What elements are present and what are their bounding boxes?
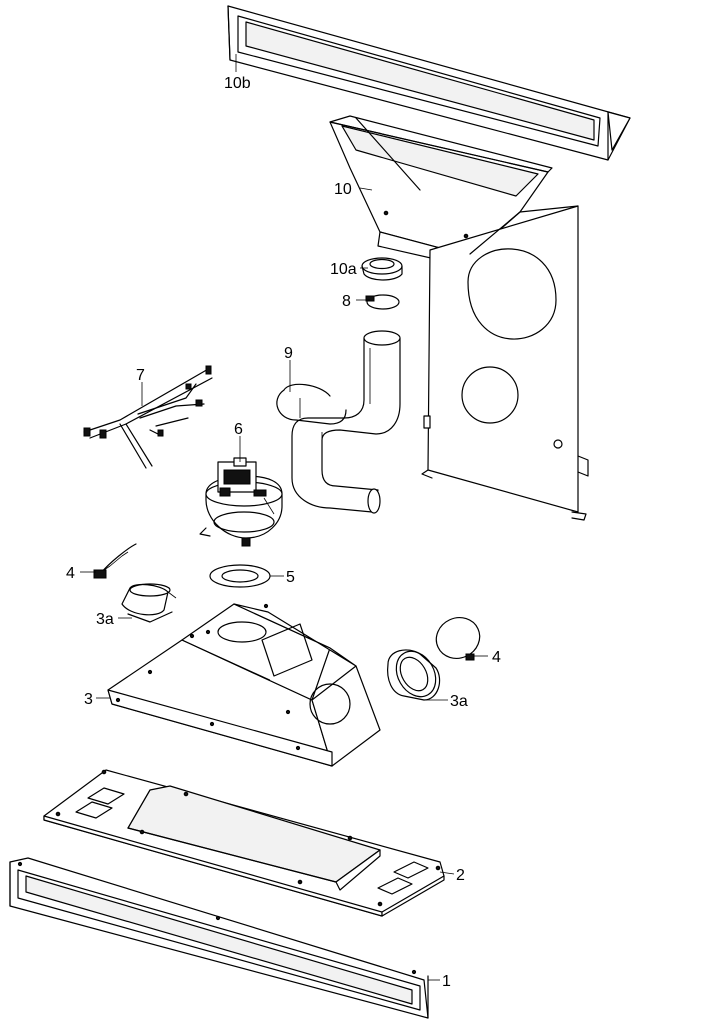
callout-1: 1 [442, 973, 451, 990]
callout-10b: 10b [224, 75, 251, 92]
part-9-bent-pipe [276, 330, 401, 514]
callout-6: 6 [234, 421, 243, 438]
callout-4-left: 4 [66, 565, 75, 582]
callout-3a-right: 3a [450, 693, 468, 710]
part-2-base-frame [43, 769, 445, 917]
leader-lines [80, 54, 488, 981]
callout-4-right: 4 [492, 649, 501, 666]
callout-10a: 10a [330, 261, 357, 278]
callout-3: 3 [84, 691, 93, 708]
mounting-back-panel [421, 205, 589, 521]
callout-8: 8 [342, 293, 351, 310]
part-3a-connector-left [121, 583, 177, 623]
part-3a-connector-right [387, 649, 441, 701]
callout-labels: 10b 10 10a 8 9 7 6 5 4 3a 3 4 3a 2 1 [66, 75, 501, 990]
part-4-hose-clamp-left [93, 543, 137, 579]
callout-10: 10 [334, 181, 352, 198]
callout-5: 5 [286, 569, 295, 586]
callout-3a-left: 3a [96, 611, 114, 628]
part-4-clamp-ring-right [435, 617, 481, 661]
part-8-clamp-ring [365, 294, 400, 310]
callout-2: 2 [456, 867, 465, 884]
part-3-blower-housing [107, 603, 381, 767]
part-7-wiring-harness [83, 365, 213, 469]
part-6-fan-motor [199, 457, 283, 547]
callout-9: 9 [284, 345, 293, 362]
part-5-gasket [209, 564, 271, 588]
part-10a-collar [361, 257, 403, 281]
part-10b-top-grille [227, 5, 631, 161]
part-1-front-grille [9, 857, 429, 1019]
callout-7: 7 [136, 367, 145, 384]
